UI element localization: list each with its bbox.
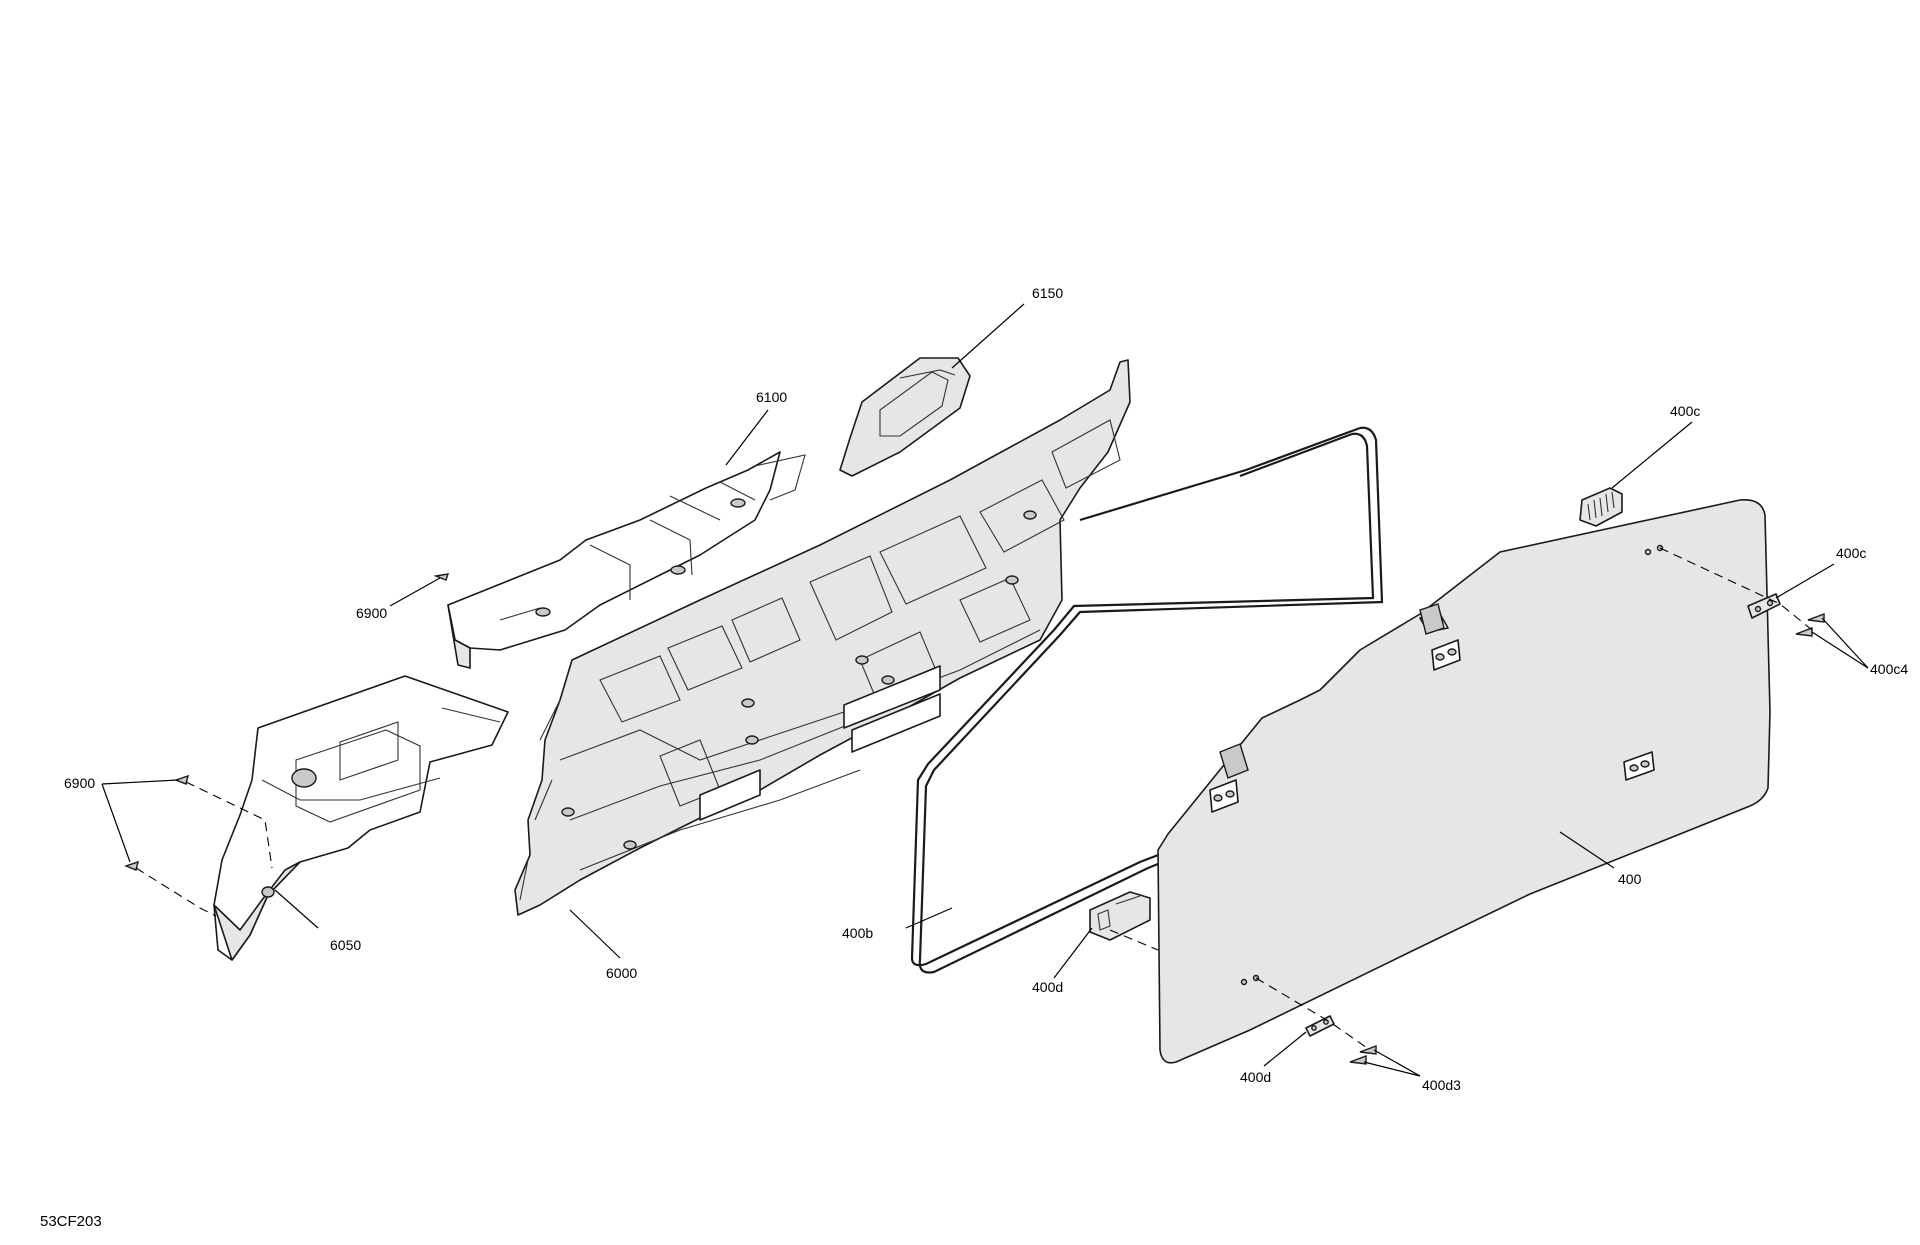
screw-6900-left-a [173,774,189,785]
callout-400d3: 400d3 [1422,1077,1461,1093]
screw-400d3-b [1349,1054,1367,1065]
callout-6900-left: 6900 [64,775,95,791]
screw-6900-top [433,573,450,581]
screw-6900-left-b [123,860,139,871]
callout-6000: 6000 [606,965,637,981]
diagram-reference-code: 53CF203 [40,1213,102,1230]
leader-lines [101,303,1869,1077]
part-400-panel [1157,498,1771,1064]
callout-400c4: 400c4 [1870,661,1908,677]
callout-6100: 6100 [756,389,787,405]
callout-6150: 6150 [1032,285,1063,301]
callout-labels: 6150 6100 6900 6900 6050 6000 400c 400c … [64,285,1908,1093]
part-400b-seal [910,426,1384,974]
screw-400d3-a [1359,1044,1377,1055]
callout-400: 400 [1618,871,1642,887]
callout-6050: 6050 [330,937,361,953]
callout-6900-top: 6900 [356,605,387,621]
part-400d-plate-lower [1305,1015,1335,1037]
screw-400c4-b [1807,612,1825,623]
screws [123,573,1825,1065]
part-6150-panel [839,357,971,477]
screw-400c4-a [1795,626,1813,637]
callout-400d-upper: 400d [1032,979,1063,995]
part-6050-cover [213,675,509,961]
part-6100-bracket [447,451,806,669]
part-400c-clip-top [1579,487,1623,527]
part-400d-latch-upper [1089,891,1151,941]
part-6000-main-panel [514,359,1131,916]
callout-400c-top: 400c [1670,403,1700,419]
assembly-lines [135,547,1813,1051]
callout-400c-right: 400c [1836,545,1866,561]
callout-400b: 400b [842,925,873,941]
callout-400d-lower: 400d [1240,1069,1271,1085]
